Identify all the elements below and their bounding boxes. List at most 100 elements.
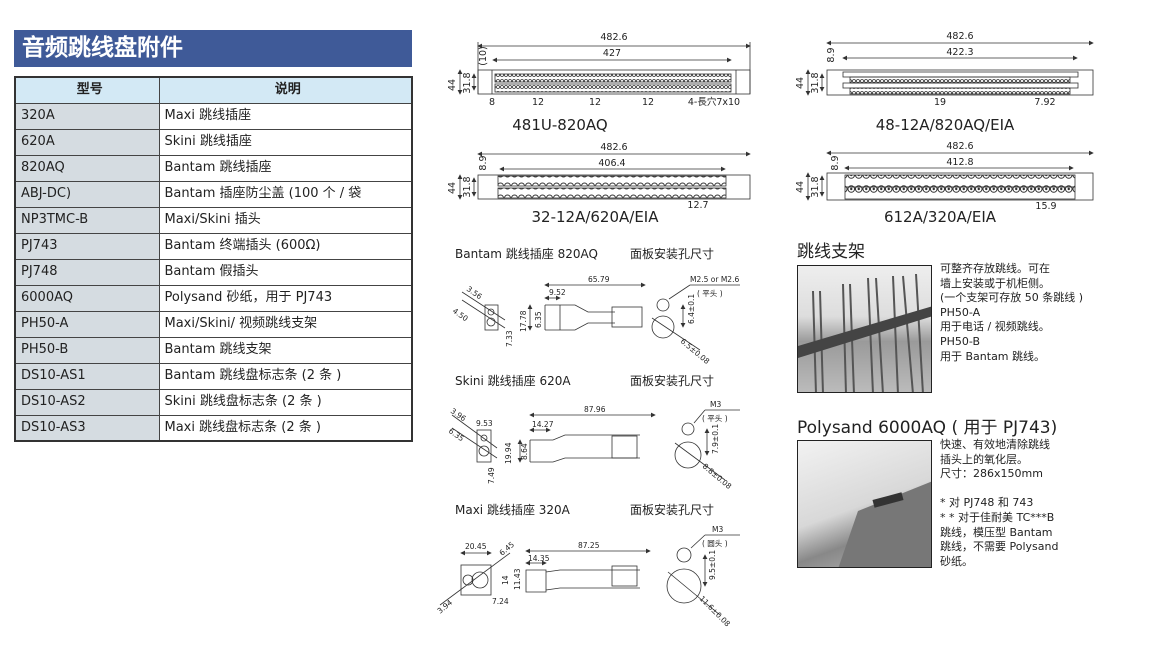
description-cell: Maxi/Skini 插头 [158, 206, 413, 234]
polysand-photo [797, 440, 932, 568]
dim-label: 9.52 [549, 288, 566, 297]
dim-label: 19.94 [504, 442, 513, 464]
dim-label: 422.3 [946, 47, 973, 58]
dim-label: 3.56 [465, 284, 484, 301]
dim-label: 7.24 [492, 597, 509, 606]
skini-jack-drawing [451, 409, 740, 481]
dim-label: 412.8 [946, 157, 973, 168]
dim-label: 87.25 [578, 541, 600, 550]
panel-name: 48-12A/820AQ/EIA [876, 116, 1015, 134]
dim-label: 12 [589, 97, 601, 108]
dim-label: 6.35 [534, 311, 543, 328]
patch-rack-description: 可整齐存放跳线。可在墙上安装或于机柜侧。(一个支架可存放 50 条跳线 )PH5… [940, 262, 1083, 364]
panel-name: 32-12A/620A/EIA [531, 208, 659, 226]
dim-label: 8.9 [478, 155, 489, 170]
bantam-jack-title: Bantam 跳线插座 820AQ [455, 246, 598, 261]
panel-612a-drawing [805, 150, 1094, 201]
desc-line: 墙上安装或于机柜侧。 [940, 276, 1050, 290]
desc-line: 用于电话 / 视频跳线。 [940, 320, 1050, 334]
dim-label: 8.9 [826, 47, 837, 62]
dim-label: 4-長穴7x10 [688, 96, 740, 108]
table-row: 320A Maxi 跳线插座 [14, 102, 413, 130]
header-description: 说明 [158, 76, 413, 104]
hole-title: 面板安装孔尺寸 [630, 502, 714, 517]
desc-line: 跳线，模压型 Bantam [940, 525, 1053, 539]
dim-label: 7.49 [487, 467, 496, 484]
desc-line: 插头上的氧化层。 [940, 452, 1028, 466]
dim-label: 7.33 [505, 330, 514, 347]
desc-line: 尺寸：286x150mm [940, 467, 1043, 481]
dim-label: 20.45 [465, 542, 487, 551]
description-cell: Maxi/Skini/ 视频跳线支架 [158, 310, 413, 338]
model-cell: 320A [14, 102, 160, 130]
dim-label: 482.6 [600, 32, 627, 43]
model-cell: ABJ-DC) [14, 180, 160, 208]
dim-label: 31.8 [810, 72, 821, 93]
description-cell: Bantam 插座防尘盖 (100 个 / 袋 [158, 180, 413, 208]
screw-label: M2.5 or M2.6 [690, 275, 739, 284]
desc-line: * * 对于佳耐美 TC***B [940, 510, 1055, 524]
dim-label: 427 [603, 48, 621, 59]
polysand-description: 快速、有效地清除跳线插头上的氧化层。尺寸：286x150mm* 对 PJ748 … [940, 438, 1058, 569]
desc-line: PH50-A [940, 305, 981, 319]
cable-rack-image [798, 273, 931, 392]
patch-rack-title: 跳线支架 [797, 242, 865, 262]
model-cell: NP3TMC-B [14, 206, 160, 234]
model-cell: 820AQ [14, 154, 160, 182]
dim-label: 8.64 [520, 443, 529, 460]
screw-label: M3 [710, 400, 721, 409]
desc-line [940, 482, 1058, 497]
description-cell: Skini 跳线盘标志条 (2 条 ) [158, 388, 413, 416]
desc-line: PH50-B [940, 334, 981, 348]
description-cell: Polysand 砂纸，用于 PJ743 [158, 284, 413, 312]
model-cell: DS10-AS3 [14, 414, 160, 442]
dim-label: 8.8±0.08 [701, 462, 734, 491]
dim-label: 15.9 [1035, 201, 1056, 212]
dim-label: 7.92 [1034, 97, 1055, 108]
bantam-jack-drawing [461, 282, 740, 351]
model-cell: 6000AQ [14, 284, 160, 312]
hole-title: 面板安装孔尺寸 [630, 373, 714, 388]
dim-label: 44 [795, 181, 806, 193]
model-cell: PH50-A [14, 310, 160, 338]
hole-title: 面板安装孔尺寸 [630, 246, 714, 261]
dim-label: 11.6±0.08 [698, 594, 733, 629]
head-label: ( 圆头 ) [702, 538, 728, 548]
dim-label: 482.6 [946, 31, 973, 42]
head-label: ( 平头 ) [697, 288, 723, 298]
dim-label: 14.27 [532, 420, 554, 429]
maxi-jack-title: Maxi 跳线插座 320A [455, 502, 571, 517]
dim-label: 14 [501, 575, 510, 585]
dim-label: 482.6 [600, 142, 627, 153]
model-cell: PH50-B [14, 336, 160, 364]
panel-48-12a-drawing [805, 40, 1094, 96]
dim-label: 44 [795, 77, 806, 89]
dim-label: 6.5±0.08 [679, 337, 712, 366]
head-label: ( 平头 ) [702, 413, 728, 423]
description-cell: Maxi 跳线插座 [158, 102, 413, 130]
model-cell: DS10-AS1 [14, 362, 160, 390]
desc-line: * 对 PJ748 和 743 [940, 496, 1034, 510]
dim-label: (10) [478, 46, 489, 66]
dim-label: 14.35 [528, 554, 550, 563]
dim-label: 31.8 [810, 176, 821, 197]
panel-32-12a-drawing [457, 151, 751, 200]
dim-label: 17.78 [519, 310, 528, 332]
dim-label: 3.96 [449, 406, 468, 423]
dim-label: 19 [934, 97, 946, 108]
dim-label: 3.94 [436, 598, 455, 616]
dim-label: 44 [447, 79, 458, 91]
dim-label: 482.6 [946, 141, 973, 152]
dim-label: 6.35 [447, 426, 466, 443]
desc-line: (一个支架可存放 50 条跳线 ) [940, 291, 1084, 305]
patch-rack-photo [797, 265, 932, 393]
description-cell: Skini 跳线插座 [158, 128, 413, 156]
dim-label: 7.9±0.1 [711, 424, 720, 454]
